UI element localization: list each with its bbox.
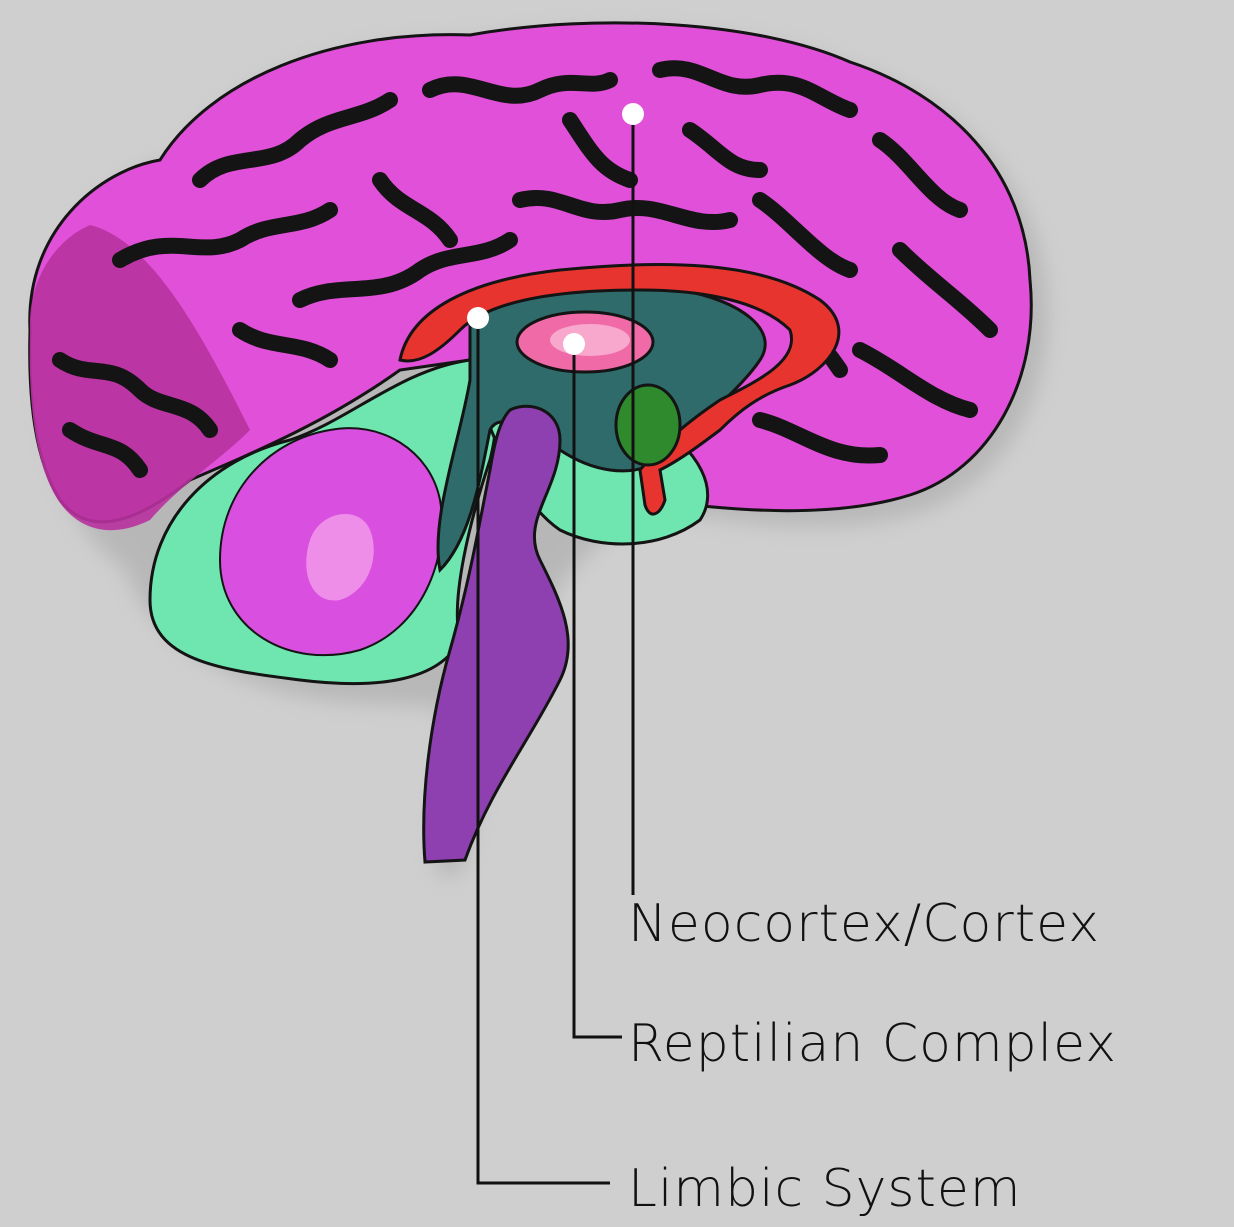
amygdala [616, 385, 680, 465]
label-limbic-system: Limbic System [628, 1163, 1022, 1215]
marker-limbic [467, 307, 489, 329]
marker-reptilian [563, 333, 585, 355]
marker-neocortex [622, 103, 644, 125]
label-reptilian-complex: Reptilian Complex [628, 1018, 1117, 1070]
thalamus-highlight [550, 324, 630, 356]
label-neocortex: Neocortex/Cortex [628, 898, 1100, 950]
